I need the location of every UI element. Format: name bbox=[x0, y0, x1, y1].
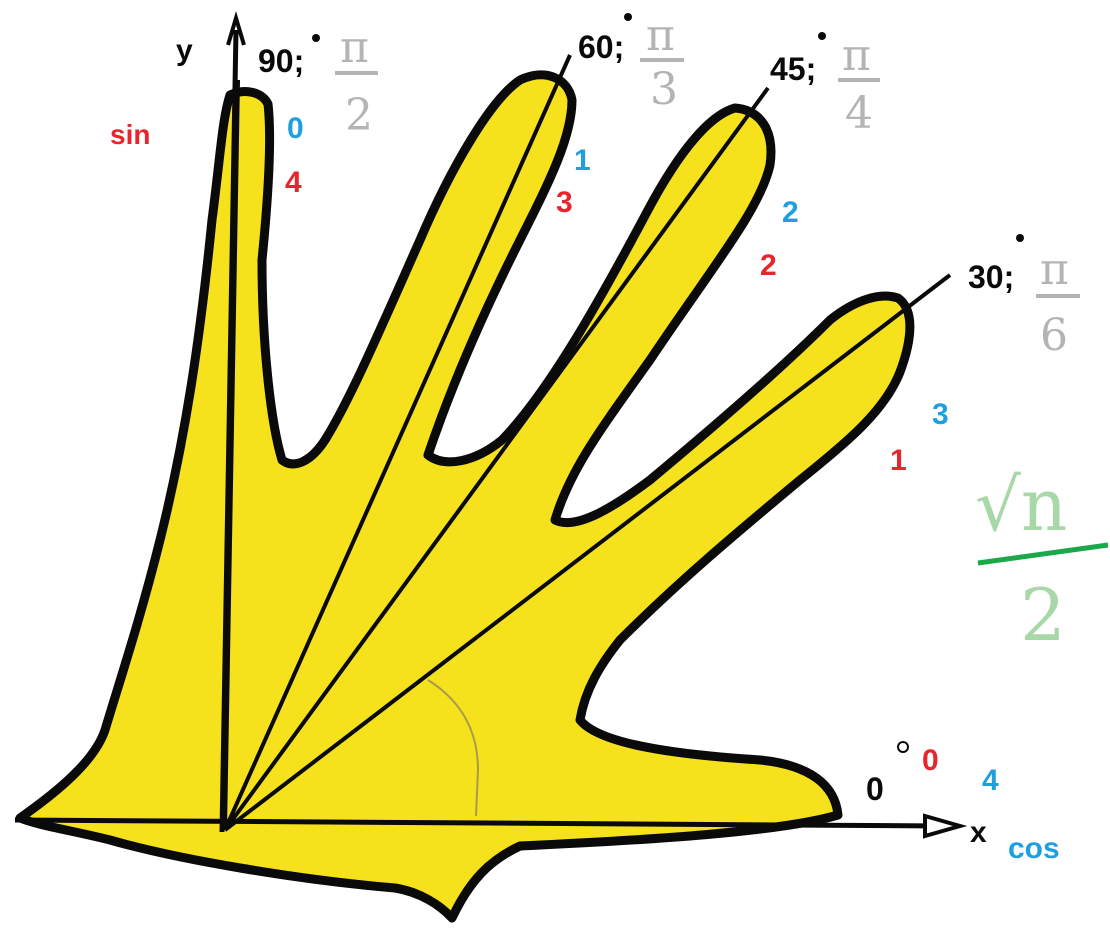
angle-90-radians-den: 2 bbox=[345, 90, 373, 141]
thumb-crease bbox=[427, 679, 480, 817]
angle-30-radians-den: 6 bbox=[1040, 310, 1068, 361]
sin-label: sin bbox=[110, 119, 150, 150]
degree-mark-90 bbox=[312, 34, 320, 42]
formula-denominator: 2 bbox=[1020, 573, 1066, 657]
cos-label: cos bbox=[1008, 832, 1060, 865]
angle-30-cos: 3 bbox=[932, 398, 949, 431]
y-axis-arrow bbox=[226, 10, 246, 46]
angle-45-degrees: 45; bbox=[770, 51, 816, 87]
x-axis-label: x bbox=[970, 816, 987, 849]
hand-shape bbox=[15, 70, 915, 923]
degree-mark-30 bbox=[1016, 234, 1024, 242]
angle-60-radians-den: 3 bbox=[650, 64, 678, 115]
x-axis-arrow bbox=[923, 813, 968, 839]
angle-90-cos: 0 bbox=[287, 112, 304, 145]
degree-mark-60 bbox=[624, 13, 632, 21]
angle-60-degrees: 60; bbox=[578, 29, 624, 65]
angle-0-sin: 0 bbox=[922, 744, 939, 777]
angle-90-sin: 4 bbox=[285, 166, 302, 199]
formula-numerator: √n bbox=[975, 463, 1067, 547]
angle-30-radians-num: π bbox=[1040, 244, 1069, 295]
angle-90-radians-num: π bbox=[340, 22, 369, 73]
angle-45-radians-num: π bbox=[842, 30, 871, 81]
ray-60 bbox=[223, 54, 572, 831]
y-axis-label: y bbox=[176, 34, 193, 67]
formula-bar bbox=[977, 542, 1109, 566]
angle-0-degrees: 0 bbox=[866, 771, 884, 807]
angle-60-radians-num: π bbox=[646, 10, 675, 61]
angle-45-sin: 2 bbox=[760, 249, 777, 282]
degree-mark-45 bbox=[818, 32, 826, 40]
ray-45 bbox=[223, 86, 770, 832]
angle-45-radians-den: 4 bbox=[845, 88, 873, 139]
x-axis bbox=[14, 817, 946, 829]
angle-45-cos: 2 bbox=[782, 196, 799, 229]
ray-30 bbox=[223, 273, 952, 832]
angle-30-degrees: 30; bbox=[968, 259, 1014, 295]
angle-60-sin: 3 bbox=[556, 186, 573, 219]
angle-0-cos: 4 bbox=[982, 764, 999, 797]
angle-30-sin: 1 bbox=[890, 444, 907, 477]
degree-mark-0 bbox=[897, 741, 909, 753]
angle-60-cos: 1 bbox=[574, 144, 591, 177]
y-axis bbox=[219, 29, 239, 833]
ray-90 bbox=[223, 79, 240, 831]
angle-90-degrees: 90; bbox=[258, 43, 304, 79]
